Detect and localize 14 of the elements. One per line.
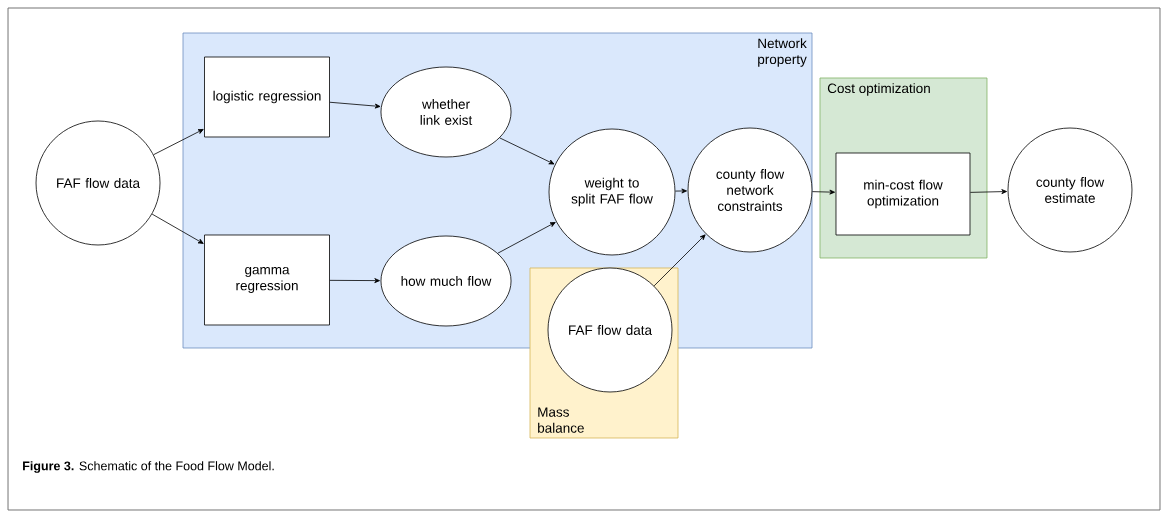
arrow [653, 234, 706, 287]
arrow [329, 101, 381, 109]
figure-caption: Figure 3. Schematic of the Food Flow Model. [23, 461, 274, 473]
arrow [153, 129, 204, 156]
arrow [497, 222, 556, 254]
process-box: min-cost flow optimization [835, 152, 971, 236]
arrow [970, 189, 1007, 195]
arrow [812, 189, 835, 195]
process-box: gamma regression [204, 234, 330, 326]
arrow [151, 213, 204, 244]
arrow [499, 137, 555, 165]
arrow [675, 188, 687, 194]
arrow [329, 278, 380, 284]
process-box: logistic regression [204, 56, 330, 138]
